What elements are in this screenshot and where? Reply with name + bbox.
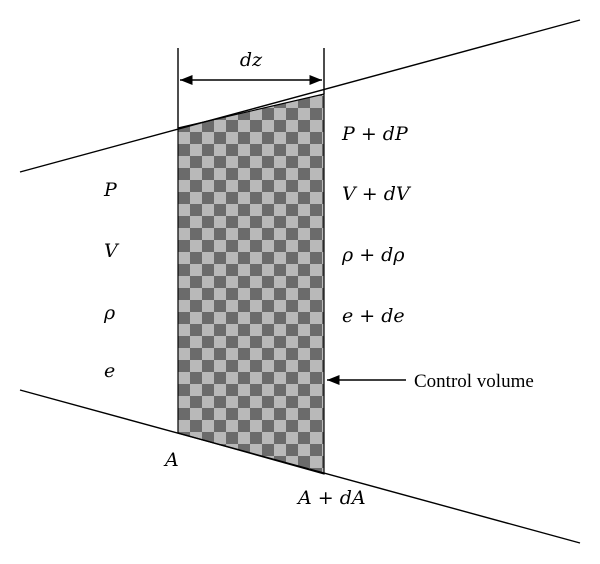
lower-duct-wall [19,389,581,544]
inlet-pressure-label: P [103,179,118,201]
inlet-area-label: A [163,449,179,471]
inlet-velocity-label: V [104,240,120,262]
outlet-area-label: A + dA [296,487,366,509]
outlet-pressure-label: P + dP [341,123,409,145]
control-volume-label: Control volume [414,371,534,392]
outlet-velocity-label: V + dV [342,183,412,205]
upper-duct-wall [19,19,581,173]
inlet-density-label: ρ [103,302,116,324]
outlet-density-label: ρ + dρ [341,244,405,266]
outlet-energy-label: e + de [342,305,405,327]
control-volume-region [177,93,325,475]
inlet-energy-label: e [104,360,115,382]
dz-label: dz [240,49,263,71]
